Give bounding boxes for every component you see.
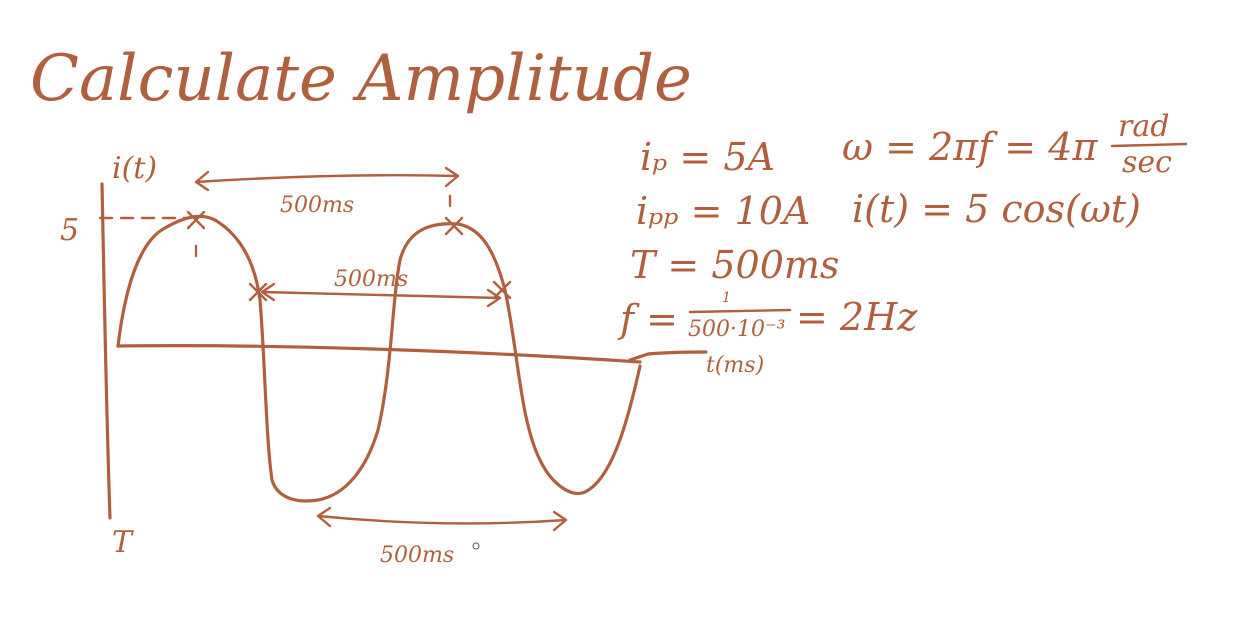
omega-unit-numerator: rad bbox=[1118, 109, 1169, 144]
time-axis-arrow bbox=[628, 350, 708, 362]
crossing-interval-arrow bbox=[260, 282, 502, 308]
page-title: Calculate Amplitude bbox=[30, 42, 692, 116]
peak-interval-label: 500ms bbox=[280, 193, 354, 218]
y-axis-label: i(t) bbox=[112, 151, 157, 186]
omega-unit-fraction-bar bbox=[1110, 142, 1188, 148]
trough-interval-label: 500ms bbox=[380, 543, 454, 568]
peak-to-peak-equation: iₚₚ = 10A bbox=[636, 189, 810, 233]
peak-marker-1 bbox=[186, 210, 206, 258]
peak-tick-label: 5 bbox=[60, 213, 79, 248]
frequency-rhs: = 2Hz bbox=[796, 295, 918, 339]
omega-unit-denominator: sec bbox=[1122, 145, 1172, 180]
x-axis-label: T bbox=[112, 525, 134, 560]
frequency-fraction-bar bbox=[688, 308, 792, 314]
trough-interval-arrow bbox=[316, 506, 568, 532]
time-axis bbox=[116, 344, 642, 364]
omega-equation: ω = 2πf = 4π bbox=[842, 125, 1098, 169]
crossing-marker-1 bbox=[248, 282, 268, 302]
y-axis bbox=[100, 182, 112, 520]
period-equation: T = 500ms bbox=[630, 243, 839, 287]
peak-current-equation: iₚ = 5A bbox=[640, 135, 775, 179]
frequency-lhs: f = bbox=[617, 297, 678, 341]
time-unit-label: t(ms) bbox=[706, 353, 764, 378]
peak-marker-2 bbox=[444, 194, 464, 236]
current-function-equation: i(t) = 5 cos(ωt) bbox=[852, 187, 1141, 231]
peak-interval-arrow bbox=[194, 166, 460, 192]
frequency-denominator: 500·10⁻³ bbox=[688, 317, 785, 342]
crossing-interval-label: 500ms bbox=[334, 267, 408, 292]
current-waveform bbox=[116, 214, 642, 503]
frequency-numerator: 1 bbox=[722, 290, 731, 306]
stray-dot bbox=[472, 542, 480, 550]
